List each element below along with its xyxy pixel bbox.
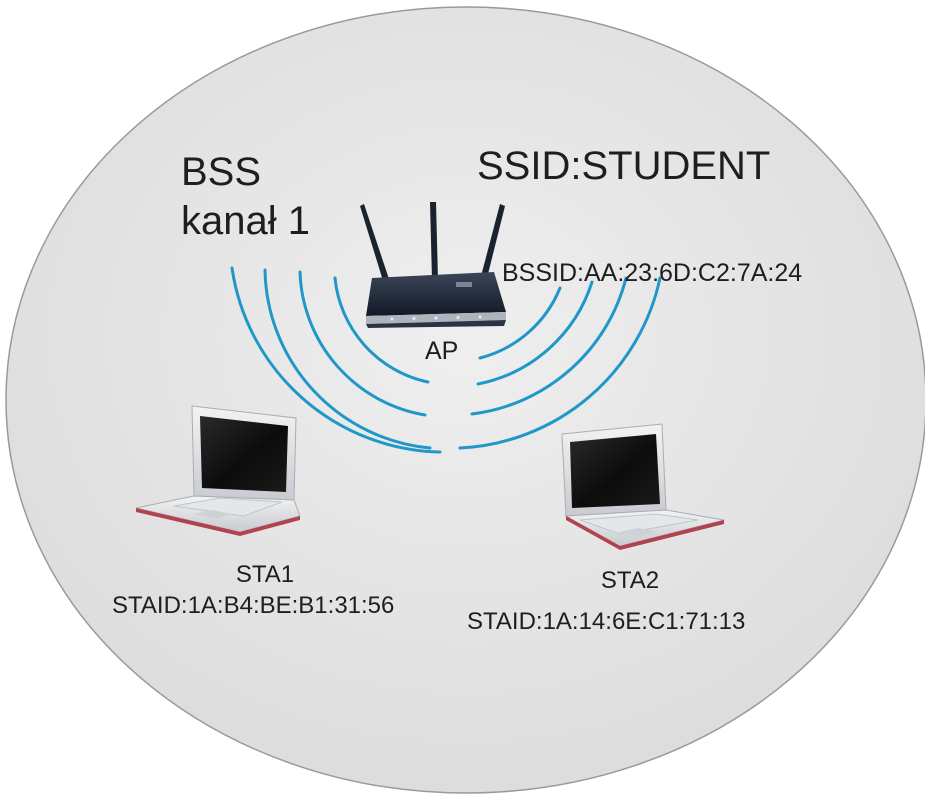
bss-area-ellipse <box>6 7 925 793</box>
sta2-name: STA2 <box>570 567 690 595</box>
channel-label: kanał 1 <box>181 199 310 243</box>
ap-label: AP <box>425 337 458 365</box>
sta2-staid: STAID:1A:14:6E:C1:71:13 <box>467 608 807 636</box>
ssid-label: SSID:STUDENT <box>477 144 770 188</box>
sta1-staid: STAID:1A:B4:BE:B1:31:56 <box>112 592 452 620</box>
sta1-name: STA1 <box>205 561 325 589</box>
bss-title: BSS <box>181 150 261 194</box>
bssid-label: BSSID:AA:23:6D:C2:7A:24 <box>502 259 802 287</box>
